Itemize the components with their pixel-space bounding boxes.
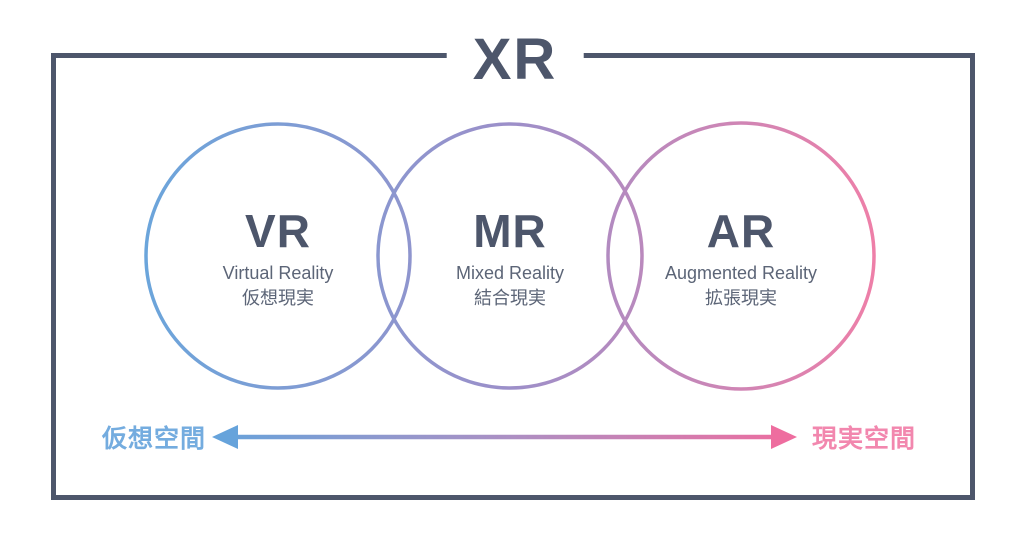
page-title: XR: [446, 28, 584, 92]
vr-abbr: VR: [245, 205, 311, 257]
mr-name-en: Mixed Reality: [455, 263, 565, 283]
mr-abbr: MR: [473, 205, 547, 257]
ar-abbr: AR: [706, 205, 776, 257]
vr-circle: [144, 122, 412, 390]
ar-name-en: Augmented Reality: [664, 263, 818, 283]
mr-circle: [376, 122, 644, 390]
ar-name-ja: 拡張現実: [705, 287, 777, 308]
vr-label-group: VR Virtual Reality 仮想現実: [148, 208, 408, 308]
mr-label-group: MR Mixed Reality 結合現実: [380, 208, 640, 308]
axis-label-virtual-space: 仮想空間: [102, 425, 207, 453]
ar-label-group: AR Augmented Reality 拡張現実: [611, 208, 871, 308]
ar-circle: [606, 121, 876, 391]
mr-name-ja: 結合現実: [474, 287, 546, 308]
vr-name-en: Virtual Reality: [222, 263, 334, 283]
axis-label-real-space: 現実空間: [812, 425, 917, 453]
vr-name-ja: 仮想現実: [242, 287, 314, 308]
arrowhead-left-icon: [212, 425, 238, 449]
arrowhead-right-icon: [771, 425, 797, 449]
